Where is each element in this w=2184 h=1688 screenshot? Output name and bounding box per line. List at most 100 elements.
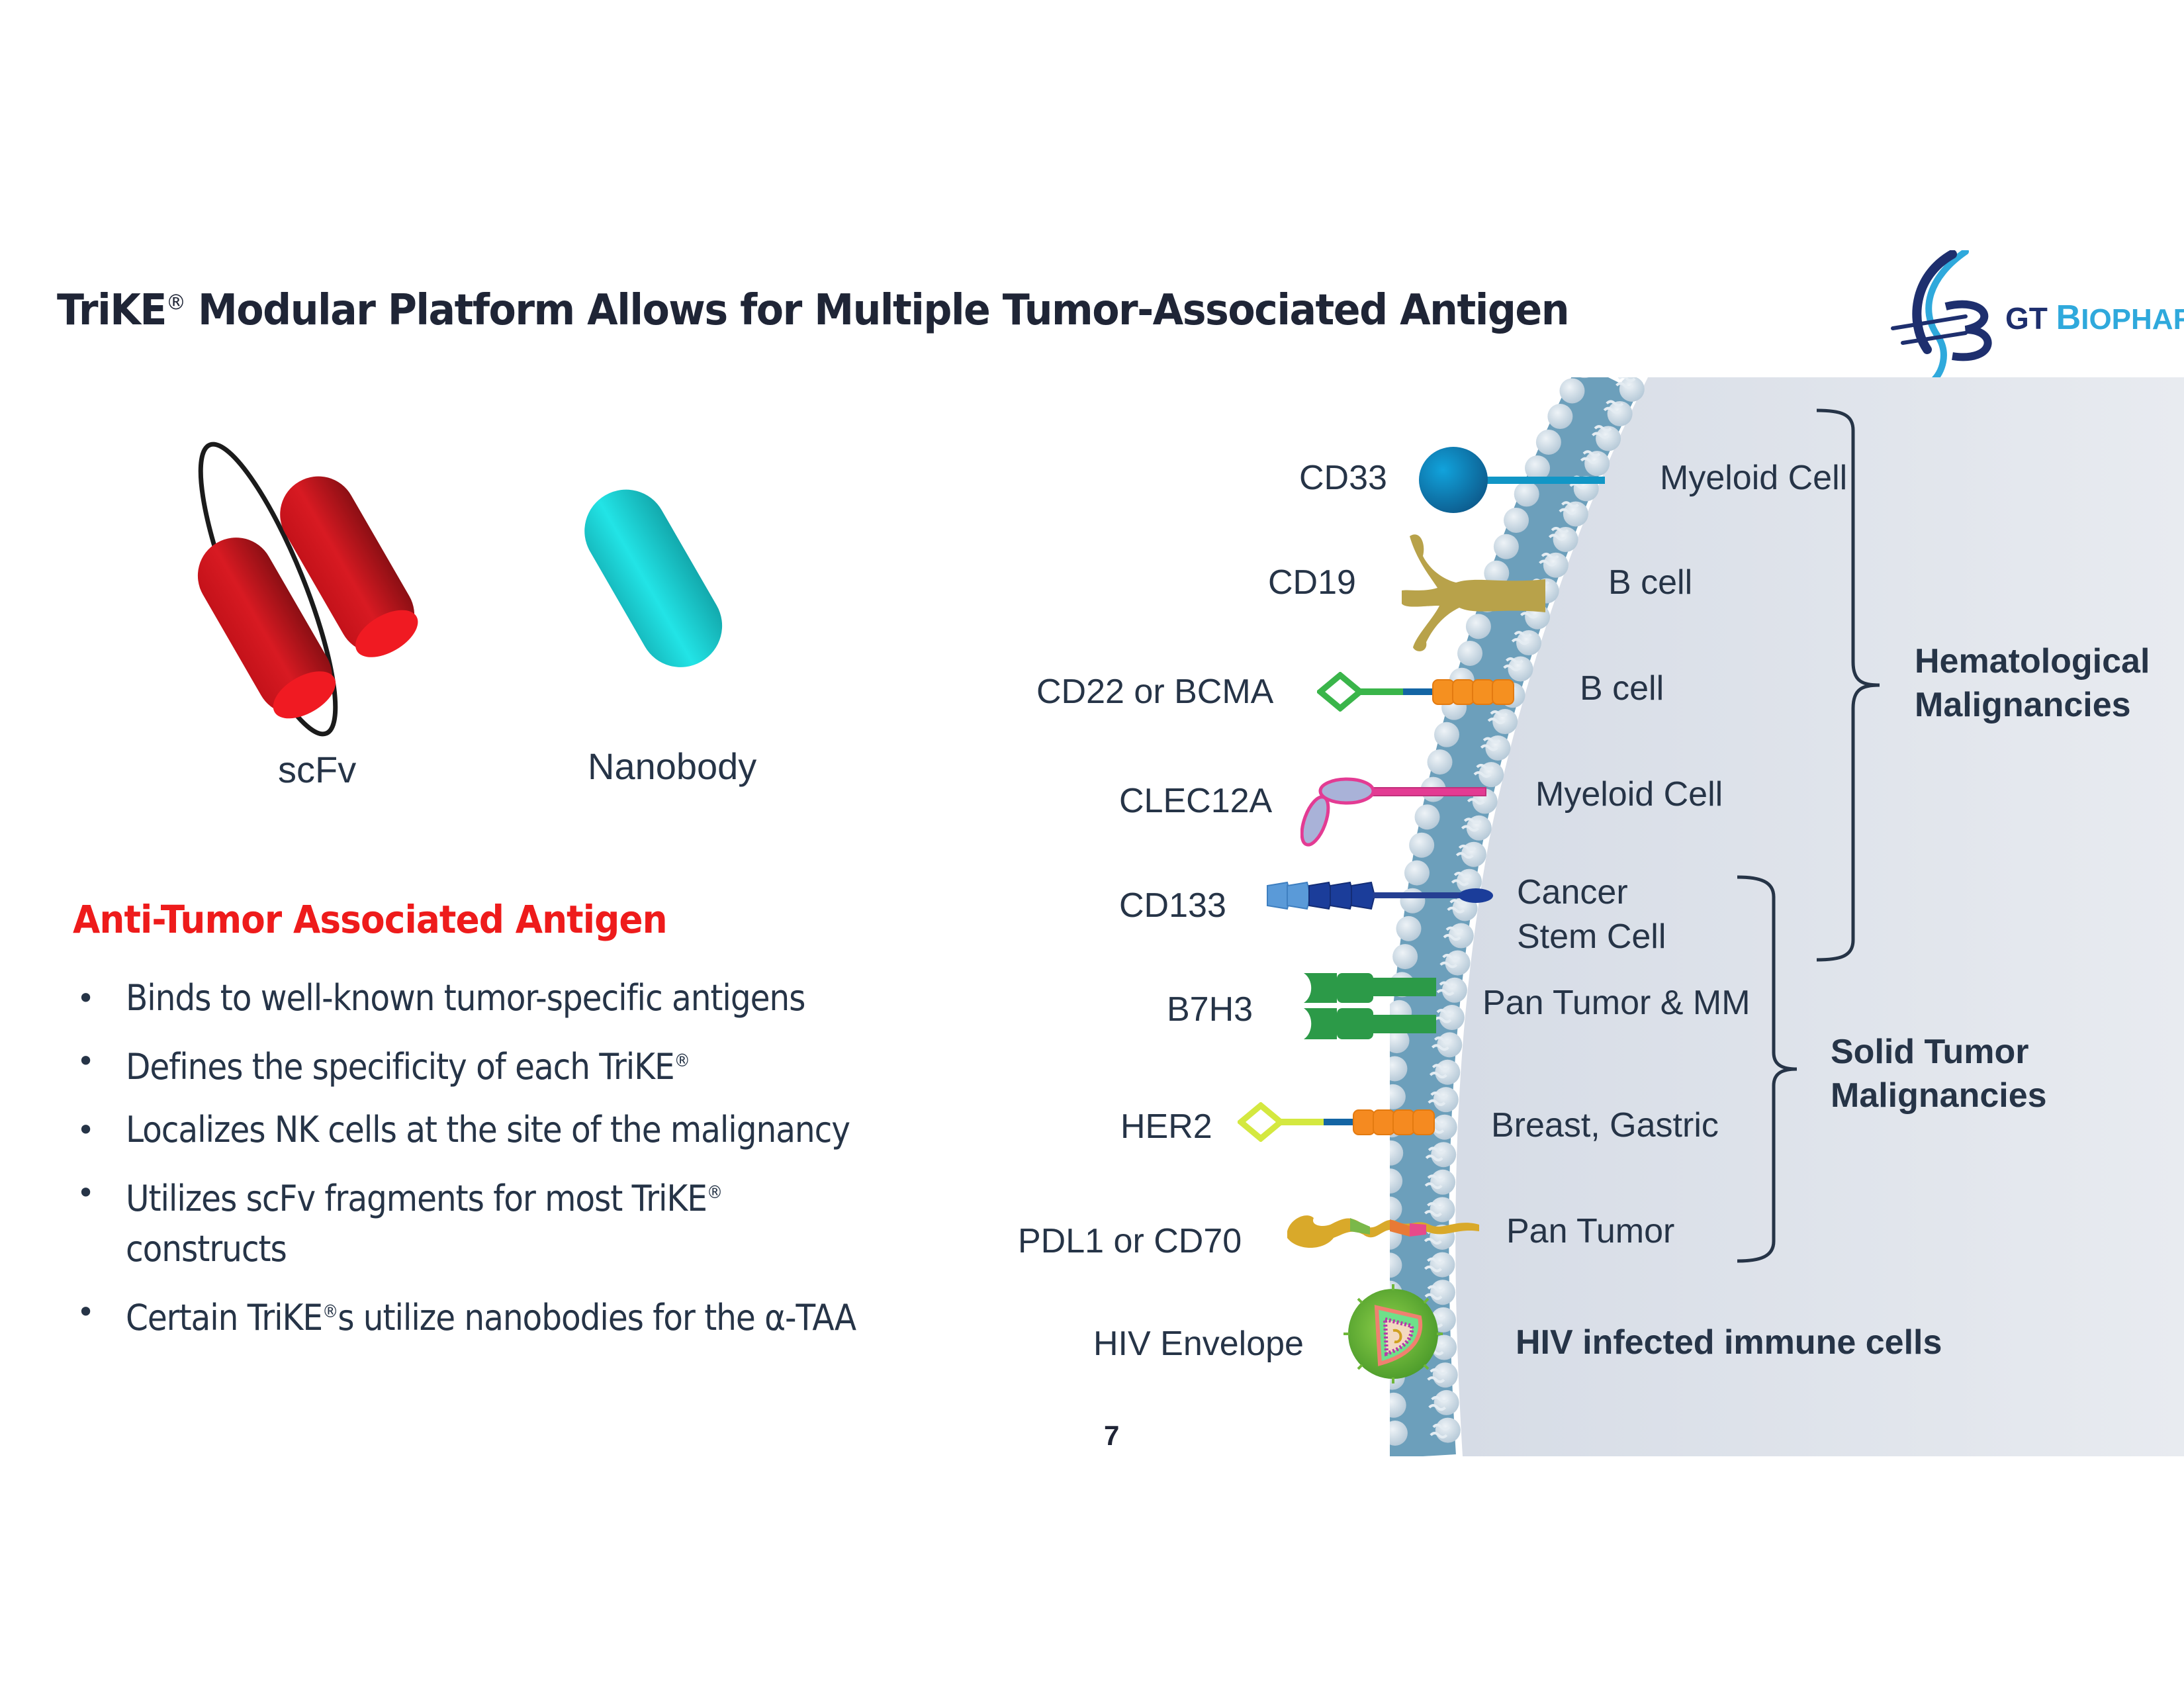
lipid-head <box>1484 560 1510 586</box>
section-heading: Anti-Tumor Associated Antigen <box>73 897 668 942</box>
lipid-head <box>1535 429 1561 455</box>
registered-mark: ® <box>674 1051 690 1071</box>
bullet-dot-icon: • <box>77 1294 95 1330</box>
lipid-head <box>1390 1056 1408 1082</box>
lipid-tail <box>1603 400 1624 414</box>
cd22-diamond-receptor-icon <box>1317 672 1514 712</box>
lipid-tail <box>1431 1036 1452 1051</box>
cell-type-hiv-infected: HIV infected immune cells <box>1516 1323 1942 1362</box>
lipid-tail <box>1427 1368 1448 1383</box>
lipid-head <box>1390 1084 1406 1109</box>
antigen-label-cd22-bcma: CD22 or BCMA <box>1036 673 1274 711</box>
lipid-bilayer <box>1390 377 1638 1456</box>
b7h3-dimer-receptor-icon <box>1304 973 1436 1039</box>
bullet-dot-icon: • <box>77 1043 95 1079</box>
lipid-tail <box>1487 710 1508 725</box>
lipid-tail <box>1424 1257 1445 1272</box>
lipid-tail <box>1615 377 1636 389</box>
lipid-tail <box>1436 981 1457 996</box>
lipid-tail <box>1439 954 1461 968</box>
cd33-sphere-receptor-icon <box>1419 447 1605 513</box>
cell-membrane-diagram <box>1390 377 2184 1456</box>
lipid-head <box>1553 526 1578 552</box>
lipid-tail <box>1511 631 1532 645</box>
lipid-head <box>1390 1252 1402 1278</box>
lipid-head <box>1390 1140 1404 1166</box>
antigen-label-her2: HER2 <box>1120 1107 1212 1146</box>
cytoplasm-region <box>1455 377 2184 1456</box>
lipid-head <box>1493 534 1519 559</box>
lipid-head <box>1441 977 1467 1003</box>
bullet-item: • Localizes NK cells at the site of the m… <box>73 1105 999 1155</box>
lipid-head <box>1504 507 1529 533</box>
pdl1-wavy-receptor-icon <box>1287 1215 1479 1248</box>
bullet-dot-icon: • <box>77 1175 95 1211</box>
lipid-head <box>1514 481 1539 507</box>
lipid-tail <box>1592 425 1612 439</box>
lipid-head <box>1580 377 1589 379</box>
antigen-label-clec12a: CLEC12A <box>1119 782 1273 820</box>
lipid-tail <box>1559 501 1579 515</box>
logo-text-biopharma: IOPHARMA <box>2081 303 2184 336</box>
lipid-head <box>1430 1169 1456 1195</box>
lipid-head <box>1543 552 1569 578</box>
cell-type-pan-tumor-mm: Pan Tumor & MM <box>1482 984 1751 1022</box>
lipid-tail <box>1480 737 1501 751</box>
lipid-tail <box>1455 844 1477 859</box>
lipid-head <box>1392 944 1418 970</box>
bullet-item: •Certain TriKE®s utilize nanobodies for … <box>73 1287 999 1343</box>
lipid-head <box>1457 640 1483 666</box>
bullet-text: Defines the specificity of each TriKE <box>126 1046 675 1088</box>
lipid-head <box>1525 455 1551 481</box>
antigen-label-cd33: CD33 <box>1299 459 1387 497</box>
scfv-double-cylinder-icon <box>197 442 418 737</box>
hiv-virion-icon <box>1343 1284 1443 1383</box>
title-brand: TriKE <box>57 286 167 335</box>
bullet-item: •Utilizes scFv fragments for most TriKE®… <box>73 1168 999 1274</box>
lipid-head <box>1390 1392 1406 1418</box>
antigen-label-cd133: CD133 <box>1119 886 1226 925</box>
bullet-text: Certain TriKE <box>126 1297 323 1338</box>
bullet-text-continued: constructs <box>126 1228 287 1270</box>
lipid-tail <box>1428 1092 1449 1106</box>
lipid-tail <box>1451 872 1472 886</box>
lipid-head <box>1431 1142 1457 1168</box>
lipid-tail <box>1424 1174 1445 1190</box>
gt-biopharma-helix-icon <box>1891 250 1992 383</box>
group-line: Malignancies <box>1915 686 2131 724</box>
group-line: Malignancies <box>1831 1076 2047 1115</box>
lipid-tail <box>1428 1395 1449 1411</box>
lipid-head <box>1435 1417 1461 1443</box>
lipid-head <box>1563 501 1588 527</box>
antigen-label-hiv-envelope: HIV Envelope <box>1093 1325 1304 1363</box>
cell-type-b-cell: B cell <box>1608 563 1693 602</box>
antigen-label-cd19: CD19 <box>1268 563 1356 602</box>
lipid-head <box>1547 404 1573 430</box>
group-line: Solid Tumor <box>1831 1033 2029 1071</box>
lipid-head <box>1414 804 1440 830</box>
cell-type-cancer: Cancer <box>1517 873 1628 912</box>
cell-type-myeloid: Myeloid Cell <box>1660 459 1848 497</box>
lipid-tail <box>1430 1423 1451 1438</box>
lipid-head <box>1559 378 1585 404</box>
bullet-text: Localizes NK cells at the site of the ma… <box>126 1109 850 1150</box>
bullet-item: •Binds to well-known tumor-specific anti… <box>73 973 999 1023</box>
scfv-label: scFv <box>278 749 357 790</box>
lipid-head <box>1435 1059 1461 1085</box>
bullet-dot-icon: • <box>77 1112 95 1148</box>
lipid-head <box>1409 832 1435 858</box>
group-line: Hematological <box>1915 642 2150 680</box>
solid-tumor-brace-icon <box>1737 875 1797 1263</box>
registered-mark: ® <box>322 1301 338 1322</box>
lipid-tail <box>1548 527 1569 541</box>
lipid-tail <box>1424 1285 1445 1300</box>
antigen-label-pdl1-cd70: PDL1 or CD70 <box>1018 1222 1242 1260</box>
logo-text-initial: B <box>2056 299 2081 337</box>
title-text: Modular Platform Allows for Multiple Tum… <box>185 286 1570 335</box>
lipid-tail <box>1443 926 1464 941</box>
her2-diamond-receptor-icon <box>1238 1102 1435 1142</box>
company-logo: GT BIOPHARMA <box>1866 250 2184 383</box>
lipid-head <box>1396 915 1422 941</box>
lipid-tail <box>1424 1202 1445 1217</box>
lipid-head <box>1465 614 1491 639</box>
